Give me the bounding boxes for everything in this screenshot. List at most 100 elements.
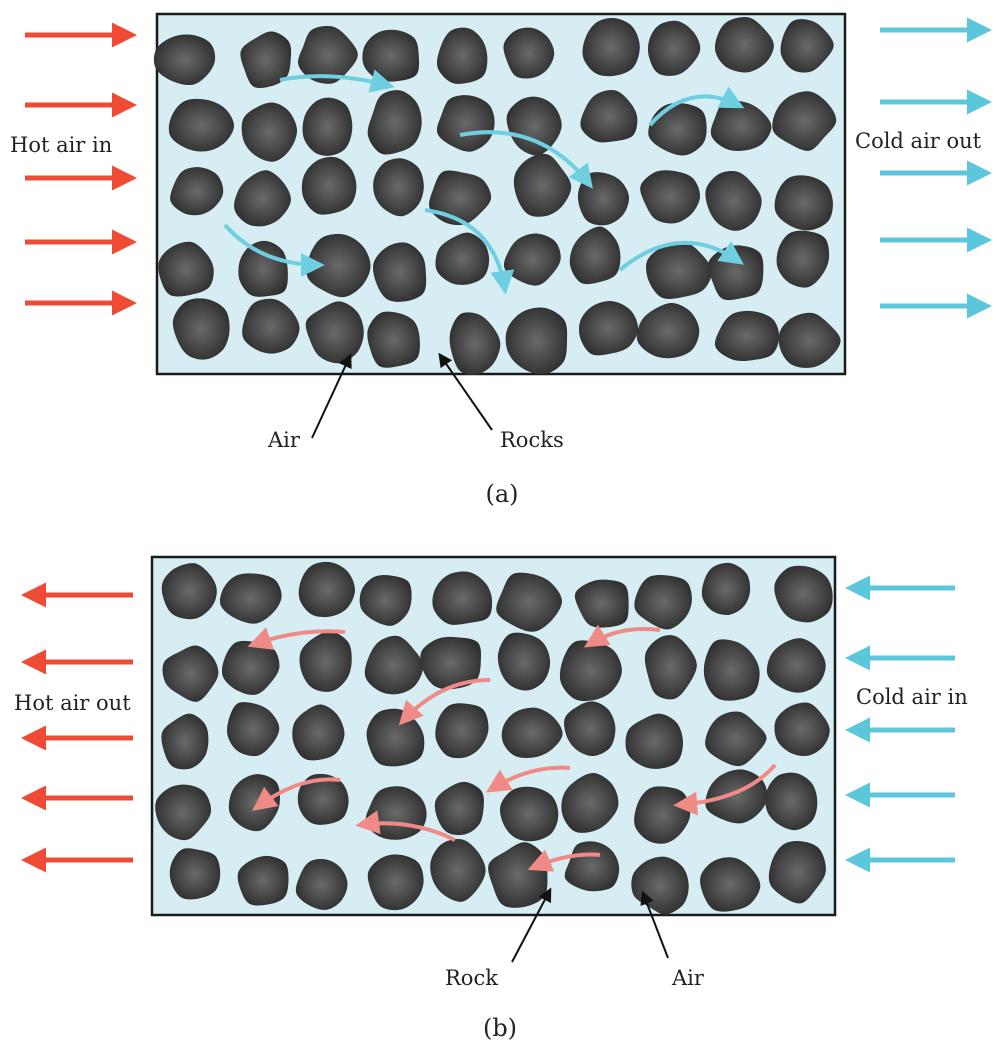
rock-shape: [646, 241, 712, 300]
rock-shape: [503, 27, 555, 79]
rock-shape: [298, 25, 358, 84]
rock-shape: [500, 786, 559, 842]
rock-shape: [299, 631, 352, 692]
rock-shape: [513, 153, 572, 217]
flow-arrow: [459, 130, 593, 189]
rock-shape: [766, 638, 826, 693]
rock-shape: [162, 645, 219, 702]
rock-shape: [168, 98, 235, 152]
cold-air-in-arrows: [845, 575, 955, 873]
rock-shape: [700, 857, 761, 912]
air-pointer-arrow-b: [640, 890, 669, 959]
rock-shape: [564, 701, 616, 757]
flow-arrow: [223, 223, 325, 277]
hot-air-in-label: Hot air in: [10, 133, 112, 157]
rock-shape: [501, 707, 563, 759]
flow-arrow: [424, 208, 515, 295]
rock-shape: [772, 91, 837, 151]
rock-shape: [240, 31, 292, 89]
rock-shape: [505, 307, 568, 375]
hot-air-in-arrows: [25, 22, 137, 316]
rock-shape: [301, 156, 357, 215]
rock-shape: [634, 575, 692, 630]
rock-shape: [434, 781, 484, 836]
rock-shape: [636, 302, 700, 359]
rock-shape: [158, 241, 214, 297]
caption-b: (b): [483, 1014, 517, 1042]
cold-air-out-arrows: [880, 17, 992, 319]
panel-b: Hot air out Cold air in Rock Air (b): [14, 555, 968, 1042]
rocks-label: Rocks: [500, 428, 564, 452]
rock-shape: [647, 20, 701, 76]
rock-shape: [237, 855, 289, 906]
air-flow-paths-b: [247, 624, 777, 872]
hot-air-out-label: Hot air out: [14, 691, 131, 715]
cold-air-out-label: Cold air out: [855, 129, 982, 153]
rock-shape: [625, 713, 684, 769]
flow-arrow: [398, 678, 491, 726]
rock-pointer-arrow: [511, 887, 552, 963]
rock-shape: [714, 16, 774, 73]
rock-shape: [241, 102, 298, 162]
rock-shape: [367, 854, 424, 911]
rock-shape: [436, 95, 495, 152]
panel-a: Hot air in Cold air out Air Rocks (a): [10, 12, 992, 508]
rock-shape: [429, 170, 492, 226]
rock-shape: [169, 848, 221, 900]
rock-shape: [373, 242, 427, 302]
rocks-a: [153, 16, 841, 375]
rock-shape: [506, 96, 562, 156]
rock-shape: [578, 301, 639, 356]
rock-shape: [774, 702, 830, 756]
rock-shape: [306, 233, 371, 298]
rock-shape: [221, 640, 280, 695]
rock-shape: [774, 175, 833, 231]
rocks-b: [155, 561, 833, 915]
rock-shape: [219, 573, 282, 624]
air-label-a: Air: [267, 428, 301, 452]
rock-shape: [569, 226, 621, 285]
rock-shape: [780, 19, 834, 73]
rock-shape: [574, 579, 629, 628]
rock-shape: [155, 784, 212, 841]
flow-arrow: [279, 69, 395, 93]
rock-shape: [359, 575, 412, 626]
rock-shape: [420, 636, 482, 690]
flow-arrow: [527, 849, 601, 872]
flow-arrow: [583, 624, 661, 648]
rock-shape: [161, 563, 217, 620]
rock-shape: [436, 27, 488, 84]
rock-shape: [710, 100, 772, 151]
flow-arrow: [355, 810, 456, 842]
rock-shape: [297, 773, 349, 825]
rock-shape: [161, 713, 209, 770]
rock-shape: [765, 772, 818, 831]
rock-shape: [776, 230, 830, 288]
rock-shape: [778, 312, 841, 368]
flow-arrow: [648, 86, 745, 127]
rock-shape: [648, 102, 707, 156]
rock-shape: [705, 711, 767, 767]
air-flow-paths-a: [223, 69, 745, 295]
rock-shape: [172, 298, 230, 360]
rock-shape: [714, 310, 780, 361]
rock-shape: [432, 571, 493, 625]
rock-shape: [435, 232, 490, 285]
rock-shape: [449, 312, 501, 375]
rock-shape: [170, 167, 224, 216]
rock-shape: [774, 565, 833, 623]
rock-shape: [497, 632, 551, 691]
rock-label: Rock: [445, 966, 498, 990]
rock-shape: [703, 639, 760, 701]
rock-shape: [153, 34, 216, 86]
rock-shape: [705, 170, 762, 231]
cold-air-in-label: Cold air in: [856, 685, 968, 709]
air-label-b: Air: [671, 966, 705, 990]
rock-shape: [298, 561, 356, 618]
rock-shape: [582, 17, 640, 77]
flow-arrow: [247, 627, 346, 650]
rock-shape: [364, 635, 424, 695]
rock-shape: [430, 838, 486, 902]
rock-shape: [367, 90, 422, 155]
